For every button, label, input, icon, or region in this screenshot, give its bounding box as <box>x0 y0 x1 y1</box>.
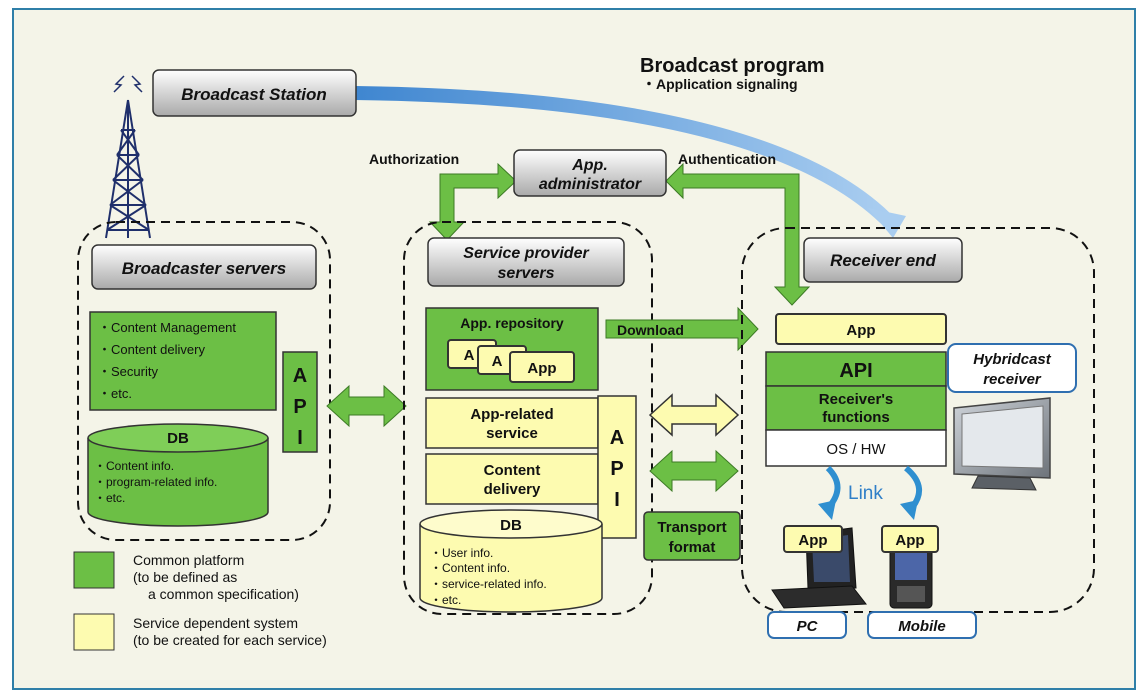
app-related-line2: service <box>486 425 538 442</box>
legend: Common platform (to be defined as a comm… <box>73 551 327 651</box>
broadcaster-item: ・Content Management <box>98 320 236 335</box>
download-label: Download <box>617 322 684 338</box>
authentication-arrow <box>665 162 811 306</box>
broadcaster-functions-box: ・Content Management ・Content delivery ・S… <box>89 311 277 411</box>
receiver-os-label: OS / HW <box>826 441 886 458</box>
receiver-app-box: App <box>775 313 947 345</box>
transport-line1: Transport <box>657 519 726 536</box>
hybridcast-line2: receiver <box>983 371 1042 388</box>
api-letter: I <box>614 489 620 511</box>
receiver-api-label: API <box>839 360 872 382</box>
broadcaster-servers-title: Broadcaster servers <box>122 259 286 278</box>
broadcaster-item: ・Content delivery <box>98 342 205 357</box>
service-provider-db-item: ・User info. <box>430 546 493 560</box>
link-arrowhead <box>900 500 918 520</box>
broadcaster-servers-title-box: Broadcaster servers <box>91 244 317 290</box>
service-provider-db-title: DB <box>500 517 522 534</box>
api-letter: A <box>610 427 624 449</box>
download-arrow: Download <box>605 306 759 352</box>
pc-app-label: App <box>798 532 827 549</box>
service-provider-db-item: ・etc. <box>430 593 461 607</box>
link-arrowhead <box>818 500 836 520</box>
api-letter: P <box>610 458 623 480</box>
service-provider-db-item: ・Content info. <box>430 561 510 575</box>
legend-service-line1: Service dependent system <box>133 615 298 631</box>
app-administrator-box: App. administrator <box>513 149 667 197</box>
broadcaster-db-cylinder: DB ・Content info. ・program-related info.… <box>87 423 269 527</box>
service-provider-db-item: ・service-related info. <box>430 577 547 591</box>
mobile-app-label: App <box>895 532 924 549</box>
service-provider-title-line2: servers <box>498 265 555 282</box>
legend-common-line3: a common specification) <box>148 586 299 602</box>
header-subtitle: ・Application signaling <box>642 76 798 92</box>
link-label: Link <box>848 483 883 504</box>
broadcaster-db-item: ・etc. <box>94 491 125 505</box>
authorization-arrow <box>428 162 517 241</box>
service-receiver-green-arrow <box>649 449 739 493</box>
app-card-label: A <box>464 347 475 364</box>
service-provider-api-box: A P I <box>597 395 637 539</box>
transport-format-box: Transport format <box>643 511 741 561</box>
hybridcast-line1: Hybridcast <box>973 351 1052 368</box>
app-related-service-box: App-related service <box>425 397 599 449</box>
receiver-functions-line1: Receiver's <box>819 391 893 408</box>
header-title: Broadcast program <box>640 55 825 77</box>
transport-line2: format <box>669 539 716 556</box>
mobile-label-box: Mobile <box>867 611 977 639</box>
legend-common-line2: (to be defined as <box>133 569 237 585</box>
content-delivery-box: Content delivery <box>425 453 599 505</box>
broadcaster-db-item: ・program-related info. <box>94 475 217 489</box>
hybridcast-receiver-label-box: Hybridcast receiver <box>947 343 1077 393</box>
pc-label-box: PC <box>767 611 847 639</box>
app-administrator-line2: administrator <box>539 176 642 193</box>
broadcast-arrow <box>348 86 906 238</box>
service-provider-db-cylinder: DB ・User info. ・Content info. ・service-r… <box>419 509 603 613</box>
api-letter: P <box>293 396 306 418</box>
receiver-stack: API Receiver's functions OS / HW <box>765 351 947 467</box>
broadcaster-db-title: DB <box>167 430 189 447</box>
legend-common-swatch <box>73 551 115 589</box>
authorization-label: Authorization <box>369 151 459 167</box>
pc-label: PC <box>797 618 819 635</box>
broadcast-station-label: Broadcast Station <box>181 85 326 104</box>
pc-app-box: App <box>783 525 843 553</box>
service-receiver-yellow-arrow <box>648 393 740 437</box>
service-provider-title-box: Service provider servers <box>427 237 625 287</box>
legend-service-line2: (to be created for each service) <box>133 632 327 648</box>
legend-common-line1: Common platform <box>133 552 244 568</box>
broadcast-tower-icon <box>105 75 151 239</box>
broadcaster-service-arrow <box>326 384 407 428</box>
broadcast-station-box: Broadcast Station <box>152 69 357 117</box>
mobile-app-box: App <box>881 525 939 553</box>
app-repository-title: App. repository <box>460 315 564 331</box>
legend-service-swatch <box>73 613 115 651</box>
broadcaster-api-box: A P I <box>282 351 318 453</box>
service-provider-title-line1: Service provider <box>463 245 589 262</box>
service-provider-region <box>403 221 653 615</box>
mobile-label: Mobile <box>898 618 946 635</box>
mobile-phone-icon <box>889 539 933 609</box>
receiver-functions-line2: functions <box>822 409 890 426</box>
broadcaster-servers-region <box>77 221 331 541</box>
broadcaster-item: ・etc. <box>98 386 132 401</box>
app-card-label: A <box>492 353 503 370</box>
api-letter: I <box>297 427 303 449</box>
receiver-end-title-box: Receiver end <box>803 237 963 283</box>
api-letter: A <box>293 365 307 387</box>
receiver-app-label: App <box>846 322 875 339</box>
receiver-end-title: Receiver end <box>830 251 936 270</box>
app-card <box>509 351 575 383</box>
television-icon <box>953 397 1051 491</box>
content-delivery-line2: delivery <box>484 481 541 498</box>
authentication-label: Authentication <box>678 151 776 167</box>
content-delivery-line1: Content <box>484 462 541 479</box>
app-administrator-line1: App. <box>571 157 608 174</box>
broadcaster-item: ・Security <box>98 364 158 379</box>
app-card-label: App <box>527 360 556 377</box>
app-repository-box: App. repository A A App <box>425 307 599 391</box>
broadcaster-db-item: ・Content info. <box>94 459 174 473</box>
app-related-line1: App-related <box>470 406 553 423</box>
